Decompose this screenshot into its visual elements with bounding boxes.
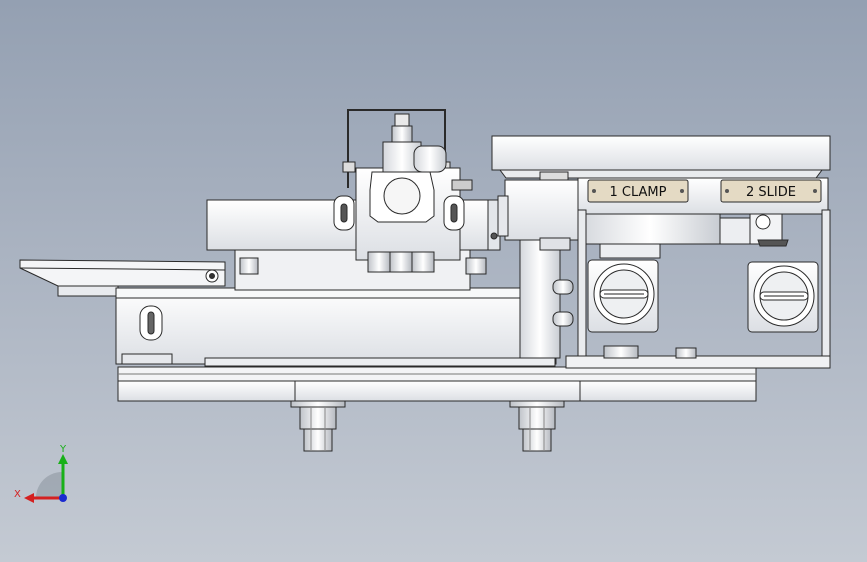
right-top-housing — [491, 135, 831, 181]
x-axis-label: X — [14, 489, 21, 500]
clamp-valve-knob[interactable] — [587, 259, 659, 333]
slide-label: 2 SLIDE — [746, 185, 796, 200]
center-valve-assembly — [333, 109, 473, 273]
right-lower-frame — [565, 345, 831, 369]
y-axis-label: Y — [59, 444, 67, 455]
base-plate — [117, 366, 757, 402]
z-axis-dot — [59, 494, 67, 502]
axis-triad[interactable]: Y X — [14, 444, 68, 503]
slide-label-plate: 2 SLIDE — [720, 179, 822, 203]
left-support-block — [115, 287, 557, 367]
bottom-bolt-left — [290, 400, 346, 452]
slide-valve-knob[interactable] — [747, 261, 819, 333]
clamp-label: 1 CLAMP — [610, 185, 667, 200]
bottom-bolt-right — [509, 400, 565, 452]
clamp-label-plate: 1 CLAMP — [587, 179, 689, 203]
slide-column — [497, 179, 581, 359]
